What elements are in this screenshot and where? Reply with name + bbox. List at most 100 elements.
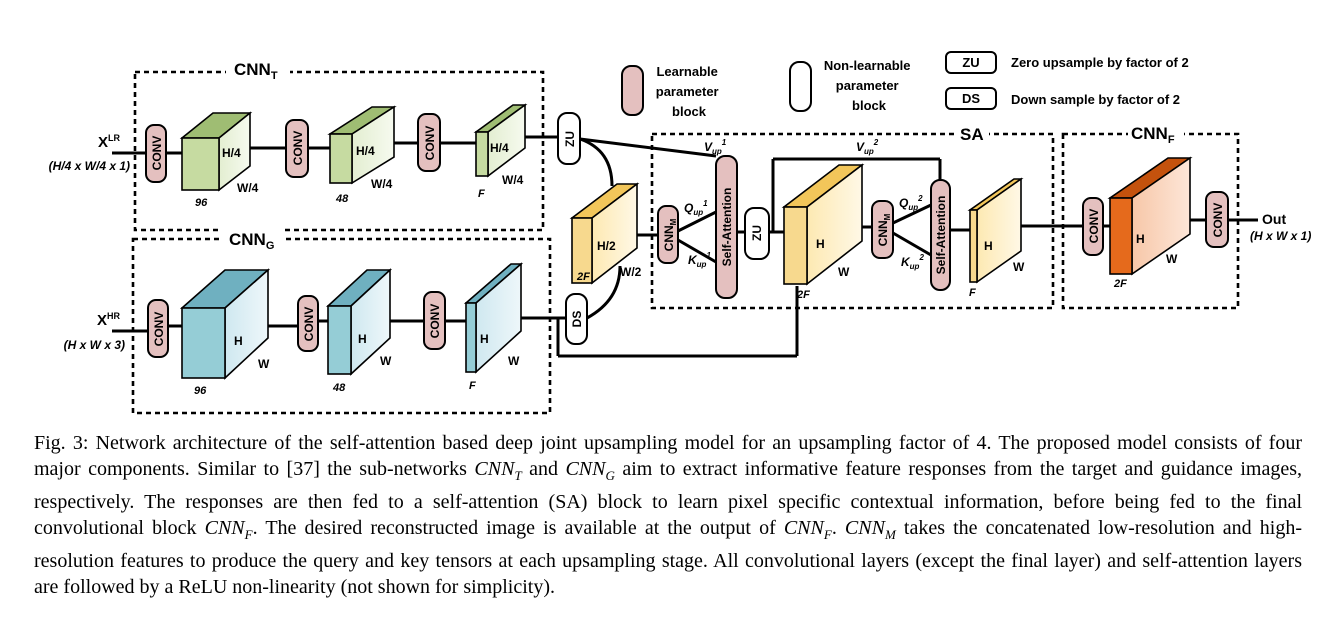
svg-text:H/4: H/4 xyxy=(356,144,375,158)
self-attention-block-1: Self-Attention xyxy=(715,155,738,299)
svg-text:H/2: H/2 xyxy=(597,239,616,253)
connections xyxy=(112,135,1258,358)
svg-text:H: H xyxy=(234,334,243,348)
svg-text:F: F xyxy=(469,380,476,392)
svg-text:CNNM: CNNM xyxy=(876,213,892,246)
ds-block: DS xyxy=(565,293,588,345)
conv-block-f1: CONV xyxy=(1082,197,1104,256)
self-attention-block-2: Self-Attention xyxy=(930,179,951,291)
svg-text:H: H xyxy=(358,332,367,346)
q2-label: Qup2 xyxy=(899,194,923,212)
svg-text:W/4: W/4 xyxy=(502,173,524,187)
svg-text:CONV: CONV xyxy=(291,131,305,166)
tensor-t1: H/4 W/4 96 xyxy=(179,111,259,209)
sa-group-box xyxy=(650,132,1055,310)
tensor-sa-out: H W F xyxy=(967,177,1025,299)
svg-text:DS: DS xyxy=(570,311,584,328)
sa-title: SA xyxy=(960,125,984,144)
svg-text:CONV: CONV xyxy=(150,136,164,171)
legend-ds-text: Down sample by factor of 2 xyxy=(1011,92,1180,107)
v1-label: Vup1 xyxy=(704,138,727,156)
cnn-t-group-box xyxy=(133,70,545,232)
svg-text:W: W xyxy=(258,357,270,371)
legend-learnable-swatch xyxy=(621,65,644,116)
input-xhr-label: XHR xyxy=(97,311,121,329)
legend-zu-box xyxy=(945,51,997,74)
input-xhr-dims: (H x W x 3) xyxy=(64,338,125,352)
cnnm-block-2: CNNM xyxy=(871,200,894,259)
svg-text:2F: 2F xyxy=(576,271,590,283)
svg-text:2F: 2F xyxy=(796,289,810,301)
zu-block-1: ZU xyxy=(557,112,581,165)
v2-label: Vup2 xyxy=(856,138,879,156)
legend-nonlearnable-label: Non-learnable parameter block xyxy=(824,58,914,113)
svg-text:H/4: H/4 xyxy=(490,141,509,155)
svg-text:W: W xyxy=(1166,252,1178,266)
svg-text:CONV: CONV xyxy=(302,307,316,342)
conv-block-t2: CONV xyxy=(285,119,309,178)
svg-text:CNNM: CNNM xyxy=(662,218,678,251)
svg-text:W/4: W/4 xyxy=(237,181,259,195)
svg-text:CONV: CONV xyxy=(423,126,437,161)
svg-text:F: F xyxy=(969,287,976,299)
tensor-concat-full: H W 2F xyxy=(781,163,865,301)
legend-zu-text: Zero upsample by factor of 2 xyxy=(1011,55,1189,70)
svg-text:CONV: CONV xyxy=(1087,209,1101,244)
svg-text:H: H xyxy=(1136,232,1145,246)
legend-ds-abbr: DS xyxy=(962,91,980,106)
svg-text:96: 96 xyxy=(194,385,207,397)
svg-text:ZU: ZU xyxy=(563,131,577,147)
svg-text:96: 96 xyxy=(195,197,208,209)
legend-ds-box xyxy=(945,87,997,110)
svg-text:Self-Attention: Self-Attention xyxy=(720,188,734,267)
svg-text:H/4: H/4 xyxy=(222,146,241,160)
conv-block-g3: CONV xyxy=(423,291,446,350)
tensor-g3: H W F xyxy=(463,262,524,392)
conv-block-f2: CONV xyxy=(1205,191,1229,248)
svg-text:2F: 2F xyxy=(1113,278,1127,290)
output-dims: (H x W x 1) xyxy=(1250,229,1311,243)
legend-zu-abbr: ZU xyxy=(962,55,979,70)
svg-text:F: F xyxy=(478,188,485,200)
cnn-g-title: CNNG xyxy=(229,230,274,252)
figure-caption: Fig. 3: Network architecture of the self… xyxy=(34,432,1302,598)
svg-text:48: 48 xyxy=(332,382,346,394)
cnnm-block-1: CNNM xyxy=(657,205,679,264)
architecture-diagram: CNNT CNNG SA CNNF Learnable parameter bl… xyxy=(49,51,1311,415)
q1-label: Qup1 xyxy=(684,199,708,217)
svg-text:H: H xyxy=(480,332,489,346)
conv-block-g2: CONV xyxy=(297,295,319,352)
tensor-g1: H W 96 xyxy=(179,268,271,397)
k2-label: Kup2 xyxy=(901,253,924,271)
tensor-t2: H/4 W/4 48 xyxy=(327,105,397,205)
legend-learnable-label: Learnable parameter block xyxy=(656,64,723,119)
cnn-t-title: CNNT xyxy=(234,60,278,82)
svg-text:W: W xyxy=(1013,260,1025,274)
legend-nonlearnable-swatch xyxy=(789,61,812,112)
svg-text:W/4: W/4 xyxy=(371,177,393,191)
conv-block-t3: CONV xyxy=(417,113,441,172)
tensor-concat-half: H/2 W/2 2F xyxy=(569,182,642,285)
svg-text:CONV: CONV xyxy=(152,312,166,347)
svg-text:H: H xyxy=(816,237,825,251)
conv-block-g1: CONV xyxy=(147,299,169,358)
tensor-g2: H W 48 xyxy=(325,268,393,394)
svg-text:ZU: ZU xyxy=(750,225,764,241)
svg-text:W/2: W/2 xyxy=(620,265,642,279)
svg-text:W: W xyxy=(838,265,850,279)
input-xlr-label: XLR xyxy=(98,133,121,151)
svg-text:W: W xyxy=(380,354,392,368)
cnn-f-title: CNNF xyxy=(1131,124,1175,146)
input-xlr-dims: (H/4 x W/4 x 1) xyxy=(49,159,130,173)
svg-text:H: H xyxy=(984,239,993,253)
tensor-f1: H W 2F xyxy=(1107,156,1193,290)
svg-text:CONV: CONV xyxy=(428,304,442,339)
k1-label: Kup1 xyxy=(688,251,711,269)
svg-text:W: W xyxy=(508,354,520,368)
zu-block-2: ZU xyxy=(744,207,770,260)
tensor-t3: H/4 W/4 F xyxy=(473,103,528,200)
svg-text:48: 48 xyxy=(335,193,349,205)
svg-text:Self-Attention: Self-Attention xyxy=(934,196,948,275)
cnn-g-group-box xyxy=(131,237,552,415)
conv-block-t1: CONV xyxy=(145,124,167,183)
